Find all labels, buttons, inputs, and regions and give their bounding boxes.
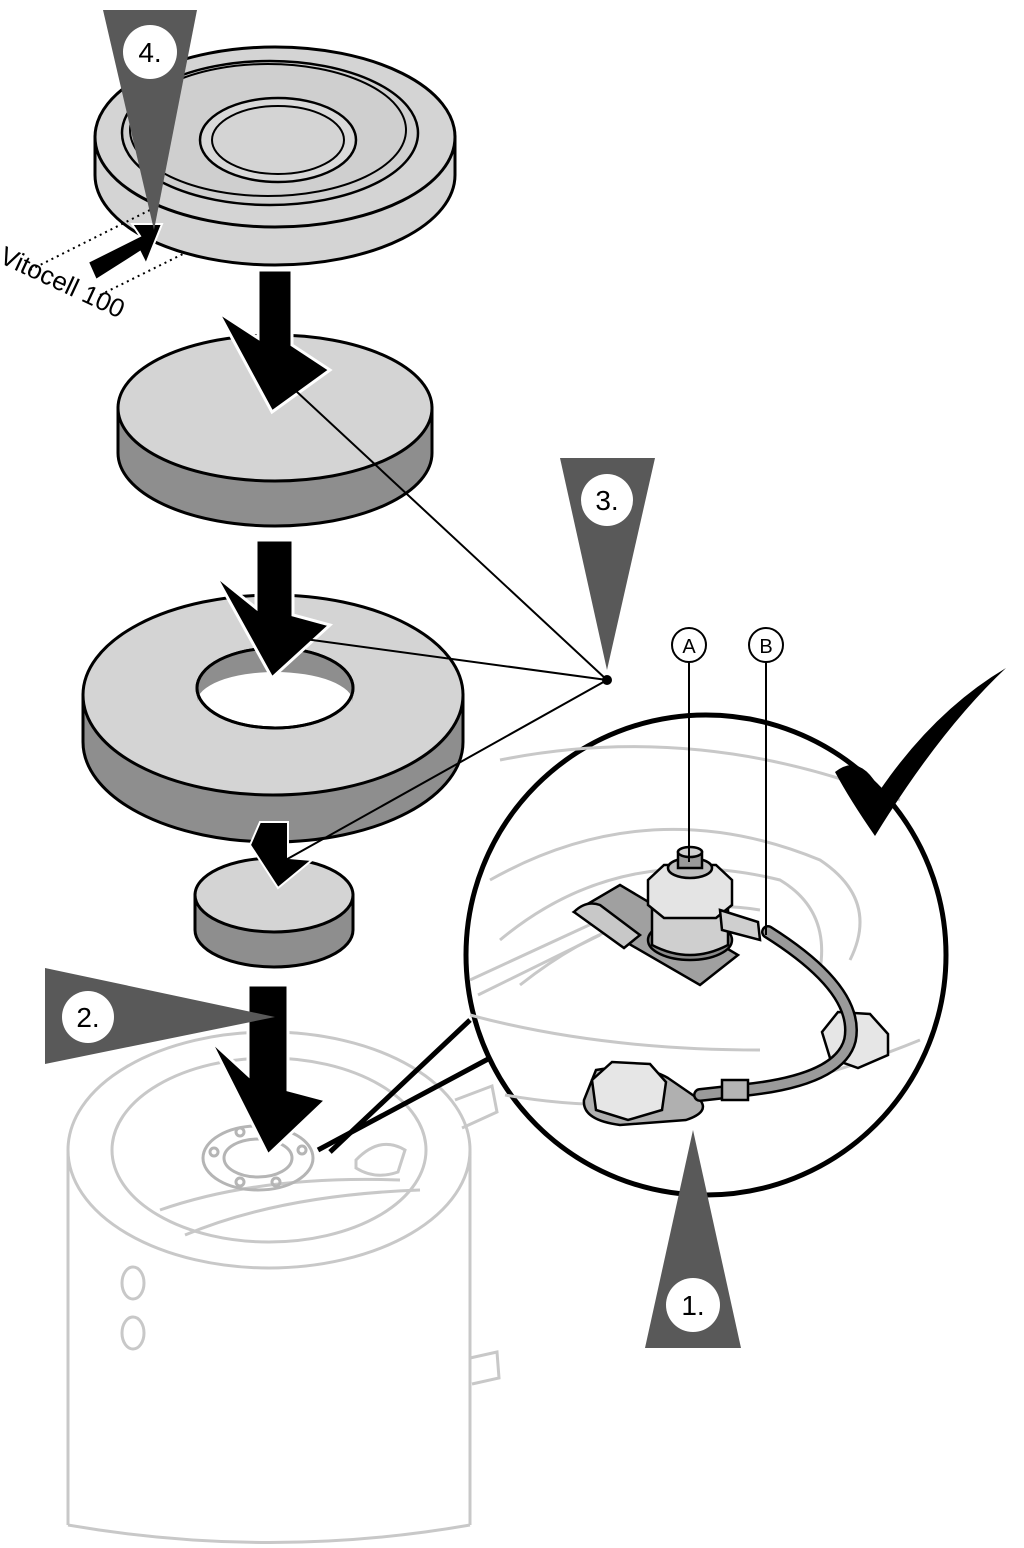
cover-lid [93,45,457,267]
callout-b: B [748,627,784,663]
step-marker-1: 1. [645,1130,741,1348]
anode-terminal [646,845,762,962]
checkmark-icon [835,668,1006,836]
step-marker-2: 2. [45,968,275,1064]
small-disc [193,856,355,969]
pointer-lines [29,209,767,935]
step-marker-3: 3. [560,458,655,670]
insulation-ring [81,593,465,844]
assembly-arrows [86,223,334,1158]
svg-text:2.: 2. [76,1002,99,1033]
step-marker-4: 4. [103,10,197,230]
detail-magnifier [316,712,949,1198]
svg-text:B: B [759,636,772,658]
detail-earth-nut [582,1060,705,1127]
svg-text:A: A [682,636,696,658]
callout-a: A [671,627,707,663]
svg-text:1.: 1. [681,1290,704,1321]
svg-text:4.: 4. [138,37,161,68]
pointer-junction [602,675,612,685]
svg-text:3.: 3. [595,485,618,516]
